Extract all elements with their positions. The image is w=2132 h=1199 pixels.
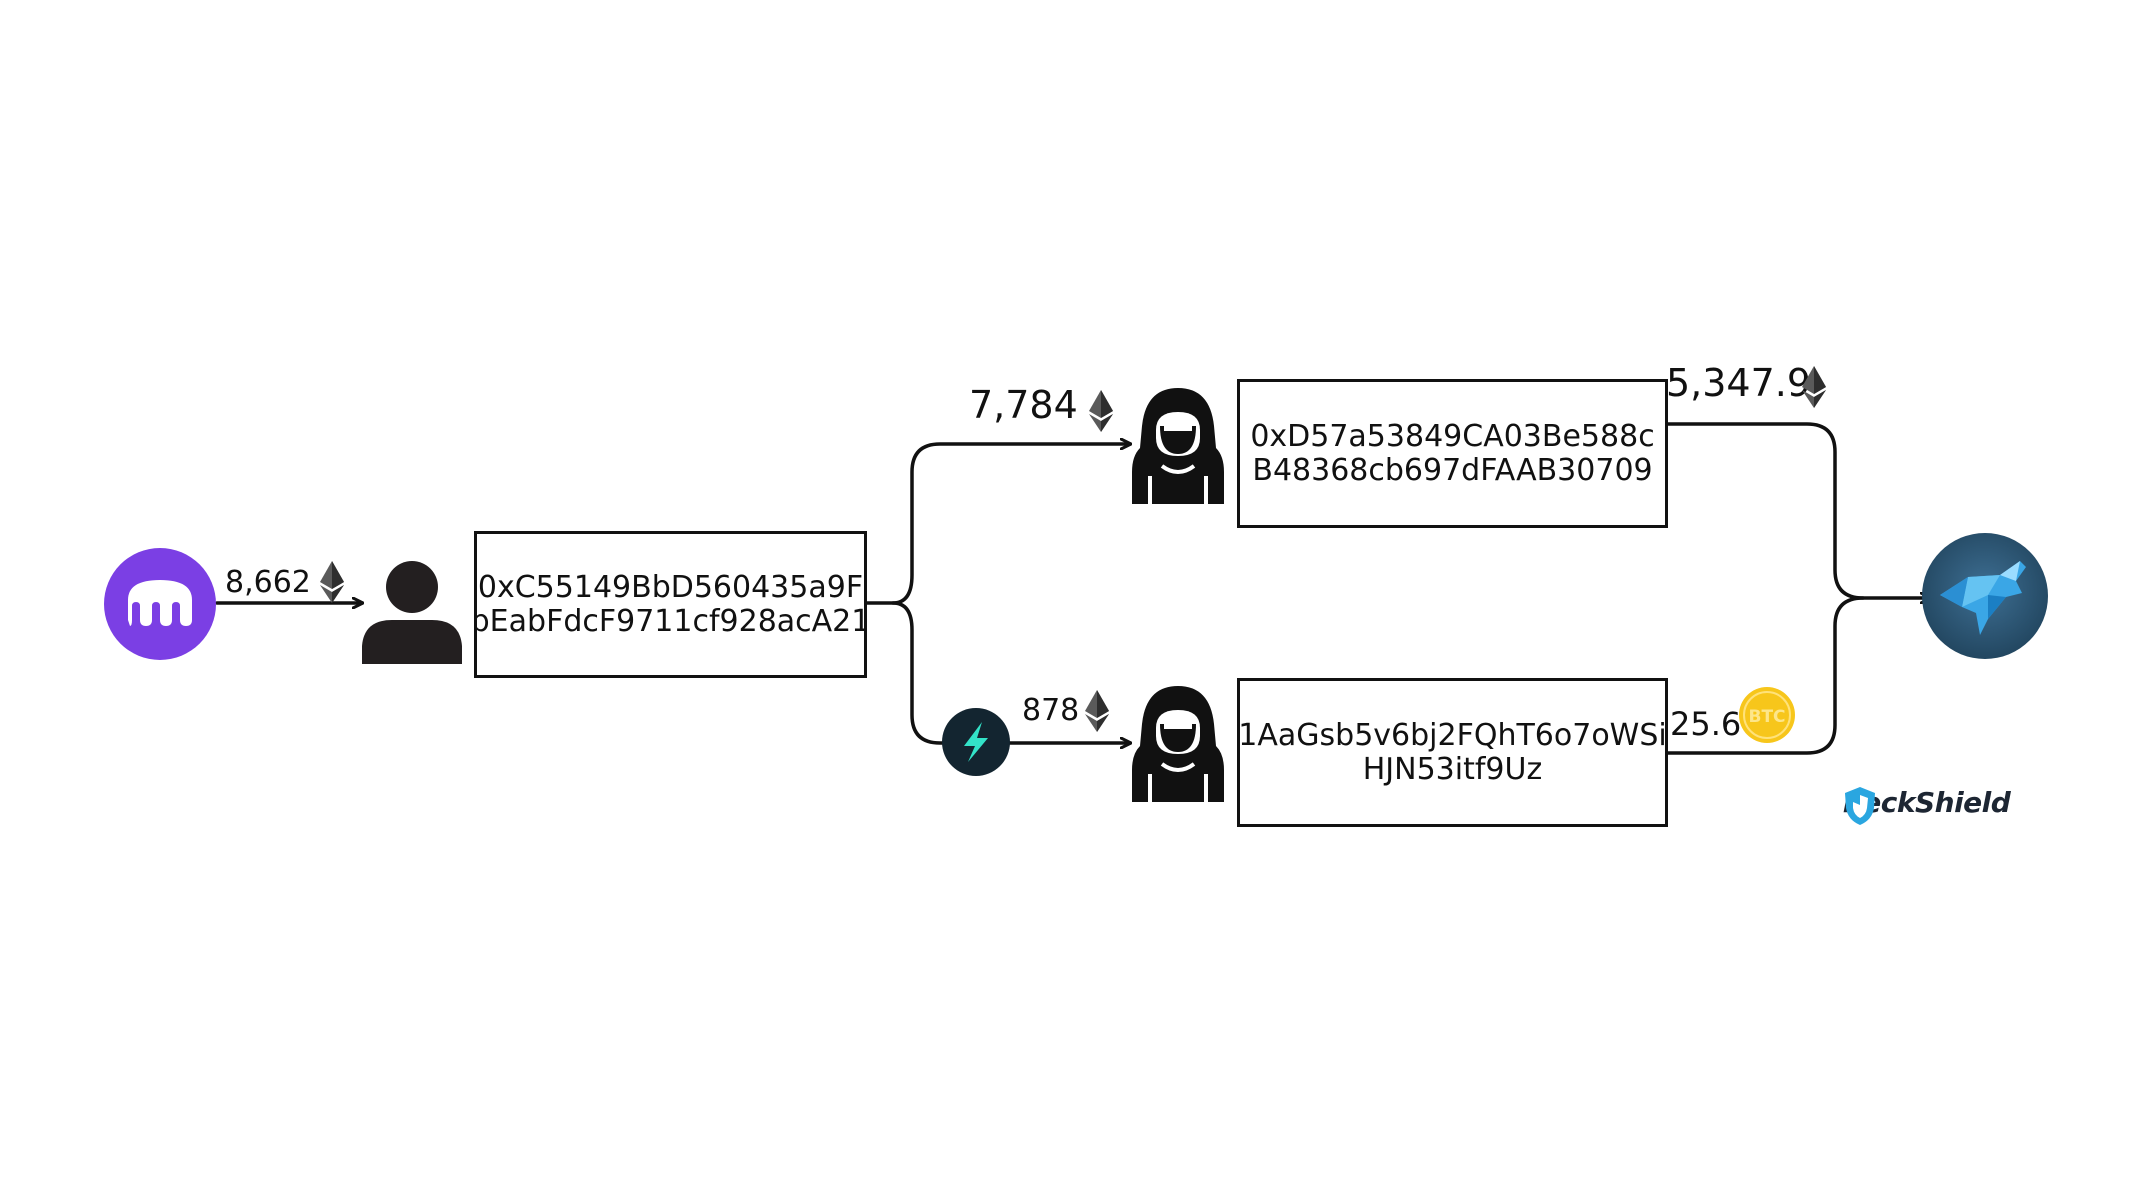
initial-wallet-address-box: 0xC55149BbD560435a9F bEabFdcF9711cf928ac… — [474, 531, 867, 678]
hooded-hacker-icon — [1132, 388, 1224, 504]
ethereum-icon — [320, 561, 344, 603]
hooded-hacker-icon — [1132, 686, 1224, 802]
eth-wallet-address-line1: 0xD57a53849CA03Be588c — [1250, 418, 1655, 454]
amount-to-hacker-bridge: 878 — [1022, 693, 1080, 728]
edge-btc-to-exchange — [1666, 596, 1865, 755]
btc-wallet-address-line2: HJN53itf9Uz — [1362, 751, 1543, 787]
ethereum-icon — [1089, 390, 1113, 432]
initial-wallet-address-line2: bEabFdcF9711cf928acA21 — [474, 603, 867, 639]
amount-btc-to-exchange: 25.6 — [1670, 705, 1742, 743]
thorchain-logo-icon — [942, 708, 1010, 776]
eth-wallet-address-box: 0xD57a53849CA03Be588c B48368cb697dFAAB30… — [1237, 379, 1668, 528]
btc-badge-label: BTC — [1748, 707, 1785, 727]
amount-kraken-to-user: 8,662 — [225, 565, 311, 600]
edge-wallet-split-top — [864, 444, 1130, 605]
edge-wallet-split-bottom — [891, 601, 946, 745]
exchange-logo-icon — [1922, 533, 2048, 659]
amount-eth-to-exchange: 5,347.9 — [1666, 361, 1812, 405]
eth-wallet-address-line2: B48368cb697dFAAB30709 — [1252, 452, 1653, 488]
person-icon — [362, 561, 462, 664]
btc-wallet-address-line1: 1AaGsb5v6bj2FQhT6o7oWSi — [1238, 717, 1667, 753]
kraken-logo-icon — [104, 548, 216, 660]
ethereum-icon — [1802, 366, 1826, 408]
ethereum-icon — [1085, 690, 1109, 732]
peckshield-brand: PeckShield — [1843, 786, 2011, 825]
edge-eth-to-exchange — [1666, 422, 1930, 598]
bitcoin-coin-icon: BTC — [1739, 687, 1795, 743]
amount-to-hacker-eth: 7,784 — [969, 383, 1078, 427]
peckshield-shield-icon — [1845, 787, 1875, 825]
initial-wallet-address-line1: 0xC55149BbD560435a9F — [477, 569, 864, 605]
btc-wallet-address-box: 1AaGsb5v6bj2FQhT6o7oWSi HJN53itf9Uz — [1237, 678, 1668, 827]
